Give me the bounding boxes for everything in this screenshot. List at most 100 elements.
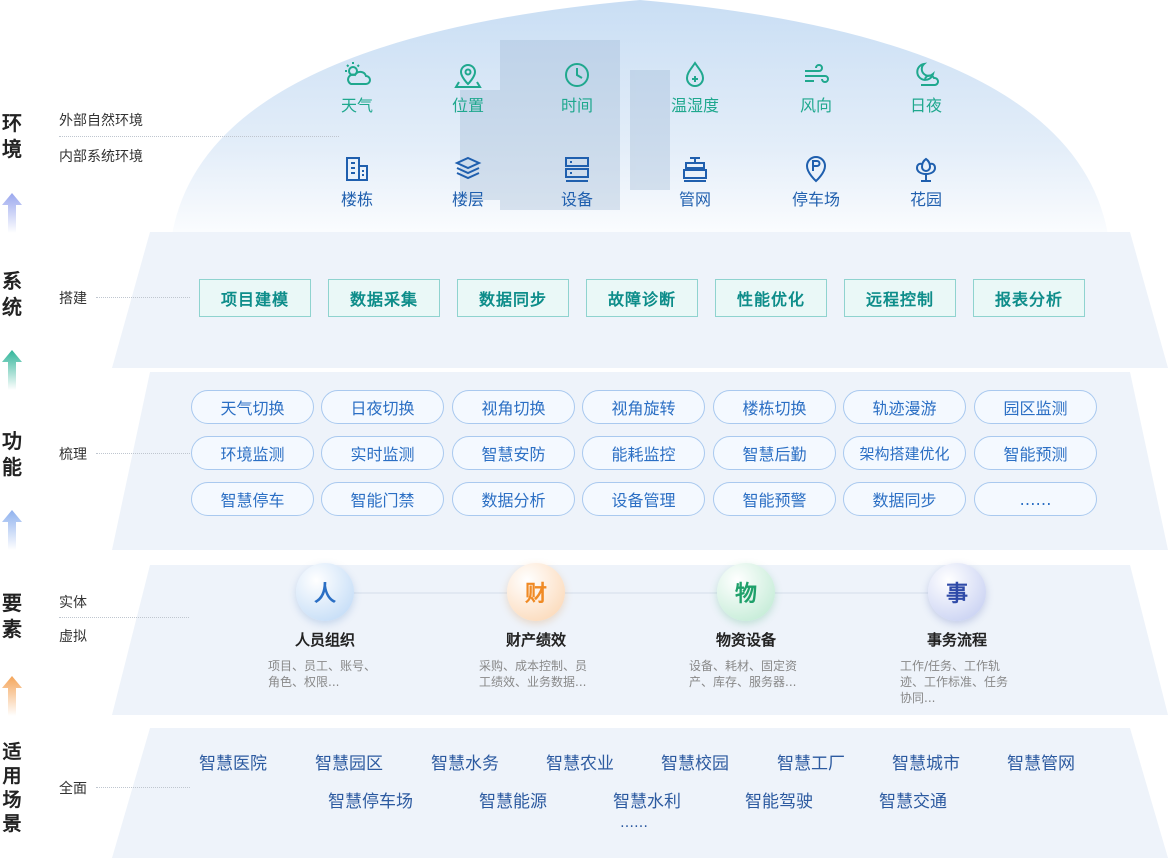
system-report-analysis[interactable]: 报表分析 (973, 279, 1085, 317)
env-location: 位置 (428, 60, 508, 116)
weather-icon (345, 62, 371, 85)
system-data-sync[interactable]: 数据同步 (457, 279, 569, 317)
env-label: 楼层 (451, 190, 484, 209)
system-project-modeling[interactable]: 项目建模 (199, 279, 311, 317)
environment-dome (170, 0, 1110, 250)
server-icon (565, 157, 589, 182)
day-night-icon (916, 62, 939, 86)
function-pill[interactable]: 智能预警 (713, 482, 836, 516)
affairs-badge: 事 (928, 563, 986, 621)
label-sort: 梳理 (59, 447, 87, 463)
env-building: 楼栋 (317, 154, 397, 210)
env-garden: 花园 (886, 154, 966, 210)
scene-item[interactable]: 智慧工厂 (777, 754, 845, 774)
arrow-up-icon (2, 510, 22, 550)
rail-title-system: 系统 (2, 269, 22, 319)
element-desc: 设备、耗材、固定资产、库存、服务器... (689, 659, 798, 689)
function-pill[interactable]: 智慧停车 (191, 482, 314, 516)
scene-item[interactable]: 智慧管网 (1007, 754, 1075, 774)
function-pill[interactable]: 日夜切换 (321, 390, 444, 424)
env-weather: 天气 (317, 60, 397, 116)
scene-item[interactable]: 智慧校园 (661, 754, 729, 774)
element-title: 事务流程 (926, 631, 987, 649)
function-pill[interactable]: 楼栋切换 (713, 390, 836, 424)
arrow-up-icon (2, 193, 22, 233)
env-label: 时间 (560, 96, 593, 115)
element-finance: 财 财产绩效 采购、成本控制、员工绩效、业务数据... (461, 563, 611, 690)
arrow-up-icon (2, 676, 22, 716)
scene-item[interactable]: 智慧交通 (879, 792, 947, 812)
location-icon (454, 64, 482, 88)
pipe-network-icon (683, 157, 707, 182)
system-performance[interactable]: 性能优化 (715, 279, 827, 317)
parking-icon (805, 156, 827, 183)
system-remote-control[interactable]: 远程控制 (844, 279, 956, 317)
scene-item[interactable]: 智慧园区 (315, 754, 383, 774)
function-pill-more[interactable]: …… (974, 482, 1097, 516)
function-pill[interactable]: 智能门禁 (321, 482, 444, 516)
env-label: 位置 (451, 96, 484, 115)
env-day-night: 日夜 (886, 60, 966, 116)
scene-item[interactable]: 智慧停车场 (328, 792, 413, 812)
element-people: 人 人员组织 项目、员工、账号、角色、权限... (250, 563, 400, 690)
env-time: 时间 (537, 60, 617, 116)
label-inner-env: 内部系统环境 (59, 149, 143, 165)
people-badge: 人 (296, 563, 354, 621)
env-floors: 楼层 (428, 154, 508, 210)
function-pill[interactable]: 视角旋转 (582, 390, 705, 424)
function-pill[interactable]: 园区监测 (974, 390, 1097, 424)
building-icon (346, 157, 368, 181)
function-pill[interactable]: 架构搭建优化 (843, 436, 966, 470)
connector-line (325, 592, 957, 594)
element-layer (110, 565, 1170, 715)
function-pill[interactable]: 实时监测 (321, 436, 444, 470)
element-title: 物资设备 (715, 631, 776, 649)
rail-title-scene: 适用场景 (2, 741, 22, 835)
rail-title-function: 功能 (2, 429, 22, 479)
function-pill[interactable]: 环境监测 (191, 436, 314, 470)
function-pill[interactable]: 数据分析 (452, 482, 575, 516)
function-pill[interactable]: 天气切换 (191, 390, 314, 424)
env-label: 天气 (340, 96, 373, 115)
env-label: 花园 (909, 190, 942, 209)
scene-item[interactable]: 智慧能源 (479, 792, 547, 812)
scene-item[interactable]: 智慧水务 (431, 754, 499, 774)
env-label: 风向 (799, 96, 832, 115)
divider (96, 297, 190, 298)
arrow-up-icon (2, 350, 22, 390)
function-pill[interactable]: 能耗监控 (582, 436, 705, 470)
label-virtual: 虚拟 (59, 629, 87, 645)
function-pill[interactable]: 视角切换 (452, 390, 575, 424)
system-fault-diagnosis[interactable]: 故障诊断 (586, 279, 698, 317)
scene-layer (110, 728, 1170, 858)
system-data-collection[interactable]: 数据采集 (328, 279, 440, 317)
function-pill[interactable]: 智慧安防 (452, 436, 575, 470)
function-pill[interactable]: 轨迹漫游 (843, 390, 966, 424)
function-pill[interactable]: 数据同步 (843, 482, 966, 516)
scene-item[interactable]: 智能驾驶 (745, 792, 813, 812)
label-build: 搭建 (59, 291, 87, 307)
function-pill[interactable]: 智慧后勤 (713, 436, 836, 470)
element-affairs: 事 事务流程 工作/任务、工作轨迹、工作标准、任务协同... (882, 563, 1032, 706)
finance-badge: 财 (507, 563, 565, 621)
scene-item[interactable]: 智慧医院 (199, 754, 267, 774)
scene-item[interactable]: 智慧水利 (613, 792, 681, 812)
env-label: 停车场 (791, 190, 840, 209)
env-wind: 风向 (776, 60, 856, 116)
flower-icon (915, 157, 937, 182)
function-pill[interactable]: 设备管理 (582, 482, 705, 516)
divider (59, 617, 189, 618)
scene-more: …… (620, 815, 648, 831)
function-pill[interactable]: 智能预测 (974, 436, 1097, 470)
wind-icon (805, 64, 829, 83)
divider (59, 136, 339, 137)
scene-item[interactable]: 智慧城市 (892, 754, 960, 774)
element-desc: 采购、成本控制、员工绩效、业务数据... (479, 659, 588, 689)
divider (96, 787, 190, 788)
env-device: 设备 (537, 154, 617, 210)
scene-item[interactable]: 智慧农业 (546, 754, 614, 774)
element-desc: 项目、员工、账号、角色、权限... (268, 659, 377, 689)
env-label: 楼栋 (340, 190, 373, 209)
label-outer-env: 外部自然环境 (59, 113, 143, 129)
clock-icon (565, 63, 589, 87)
